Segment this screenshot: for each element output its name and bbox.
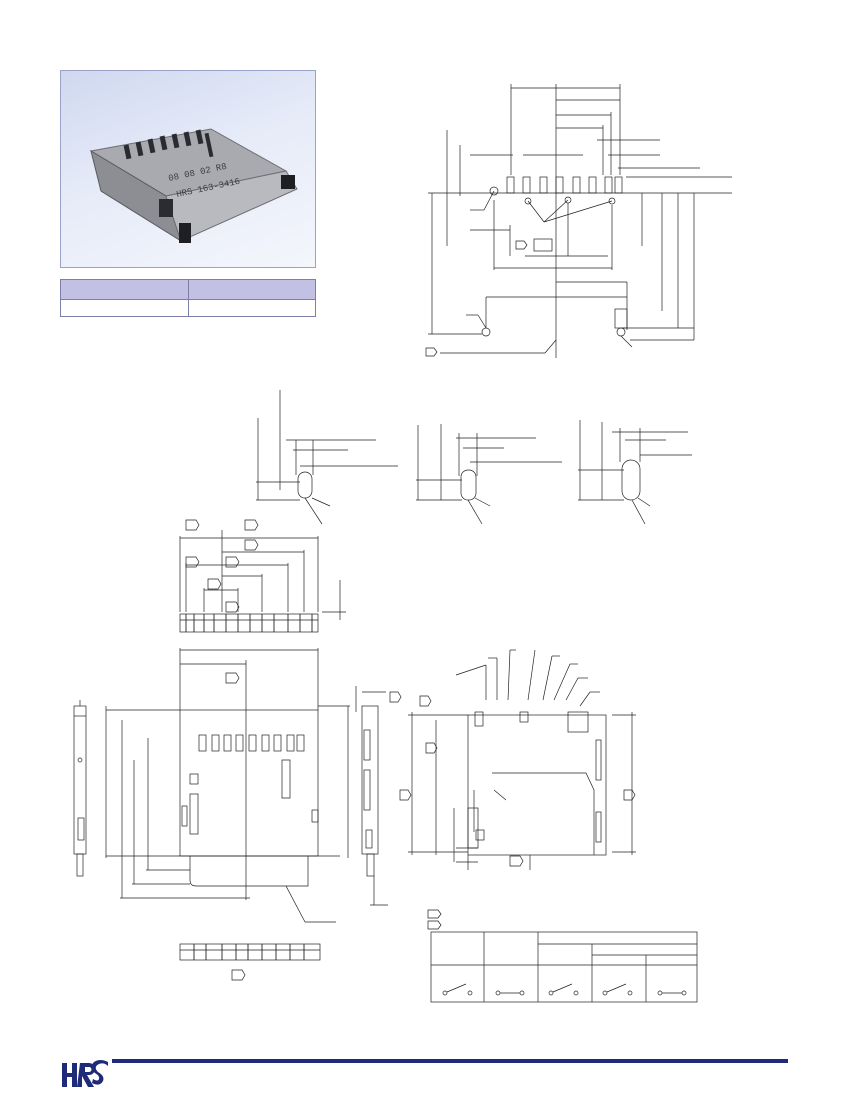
connector-photo-illustration: 08 08 02 R8 HRS 163-3416 (89, 128, 298, 243)
hole-detail-1 (256, 390, 398, 525)
hole-detail-3 (578, 420, 692, 525)
pcb-pattern-drawing (425, 84, 732, 358)
footer-rule (112, 1059, 788, 1063)
inner-view-drawing (399, 649, 636, 870)
hrs-logo (62, 1057, 110, 1091)
top-view-drawing (105, 648, 350, 923)
switch-table (427, 909, 698, 1003)
product-photo: 08 08 02 R8 HRS 163-3416 (60, 70, 316, 268)
hrs-logo-mark (62, 1060, 108, 1087)
bottom-front-view (179, 943, 321, 981)
hole-detail-2 (416, 424, 562, 525)
right-side-view (355, 686, 402, 906)
spec-table-divider (188, 280, 189, 316)
front-view-drawing (179, 519, 346, 633)
spec-table (60, 279, 316, 317)
left-side-view (73, 700, 87, 877)
